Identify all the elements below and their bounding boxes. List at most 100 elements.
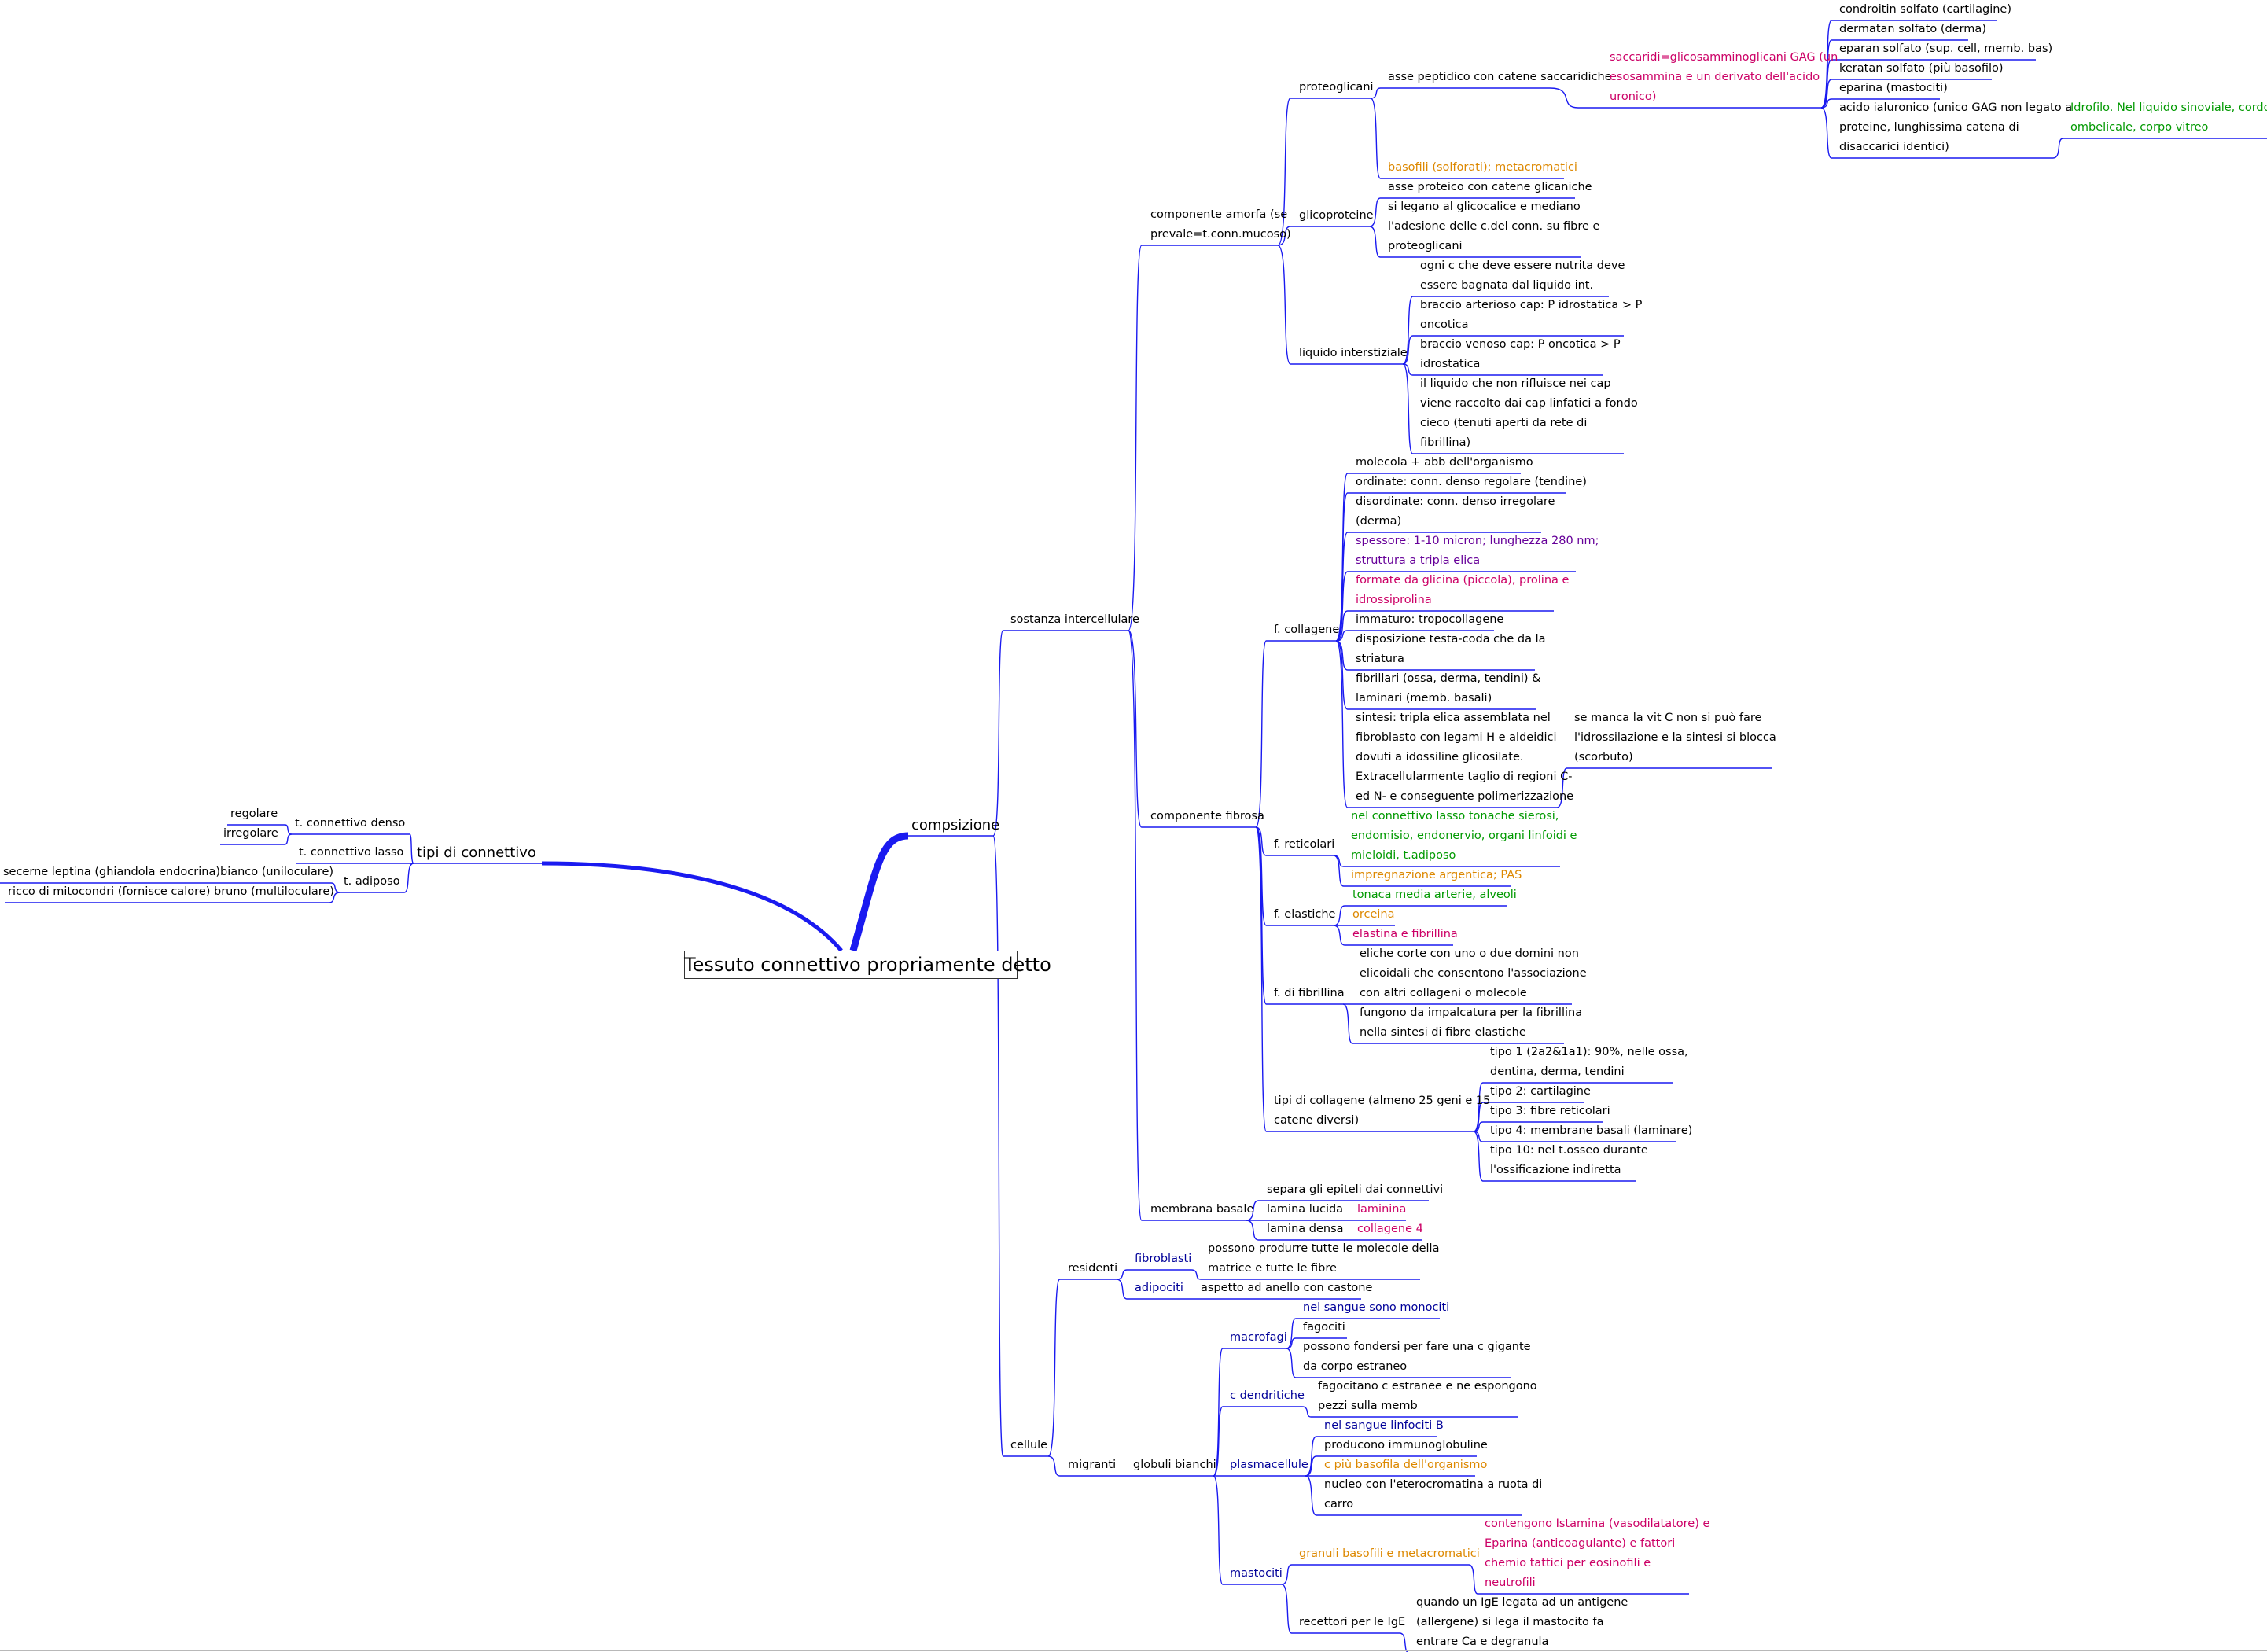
- node-lasso[interactable]: t. connettivo lasso: [299, 846, 404, 859]
- node-e2[interactable]: orceina: [1352, 908, 1395, 921]
- node-elastiche[interactable]: f. elastiche: [1274, 908, 1336, 921]
- node-bianco[interactable]: bianco (uniloculare): [220, 866, 334, 878]
- node-proteo[interactable]: proteoglicani: [1299, 81, 1374, 94]
- link-denso-irregolare: [282, 833, 293, 845]
- node-m1[interactable]: separa gli epiteli dai connettivi: [1267, 1183, 1444, 1196]
- node-adipotxt[interactable]: aspetto ad anello con castone: [1201, 1282, 1373, 1294]
- node-line: sintesi: tripla elica assemblata nel: [1356, 712, 1551, 724]
- node-p3[interactable]: c più basofila dell'organismo: [1324, 1459, 1488, 1471]
- node-laminina[interactable]: laminina: [1357, 1203, 1407, 1216]
- node-r1[interactable]: nel connettivo lasso tonache sierosi,end…: [1351, 807, 1577, 866]
- node-migranti[interactable]: migranti: [1068, 1459, 1117, 1471]
- node-eparina[interactable]: eparina (mastociti): [1839, 82, 1948, 94]
- node-denso[interactable]: t. connettivo denso: [295, 817, 406, 830]
- node-ialuronico[interactable]: acido ialuronico (unico GAG non legato a…: [1839, 98, 2072, 157]
- node-line: mieloidi, t.adiposo: [1351, 849, 1456, 862]
- node-r2[interactable]: impregnazione argentica; PAS: [1351, 869, 1522, 881]
- node-residenti[interactable]: residenti: [1068, 1262, 1118, 1275]
- node-eparan[interactable]: eparan solfato (sup. cell, memb. bas): [1839, 42, 2053, 55]
- node-t3[interactable]: tipo 3: fibre reticolari: [1490, 1105, 1610, 1117]
- node-dermatan[interactable]: dermatan solfato (derma): [1839, 23, 1986, 35]
- link-fibrosa-tipicoll: [1255, 826, 1271, 1132]
- node-plasma[interactable]: plasmacellule: [1230, 1459, 1308, 1471]
- root-node-frame[interactable]: [684, 951, 1018, 979]
- node-regolare[interactable]: regolare: [230, 808, 278, 820]
- node-fb2[interactable]: fungono da impalcatura per la fibrillina…: [1360, 1003, 1582, 1043]
- node-sost[interactable]: sostanza intercellulare: [1010, 613, 1139, 626]
- node-condro[interactable]: condroitin solfato (cartilagine): [1839, 3, 2012, 16]
- node-t1[interactable]: tipo 1 (2a2&1a1): 90%, nelle ossa,dentin…: [1490, 1043, 1688, 1082]
- node-c2[interactable]: ordinate: conn. denso regolare (tendine): [1356, 476, 1587, 488]
- node-p2[interactable]: producono immunoglobuline: [1324, 1439, 1488, 1451]
- node-idrofilo[interactable]: Idrofilo. Nel liquido sinoviale, cordone…: [2070, 98, 2267, 138]
- node-c6[interactable]: immaturo: tropocollagene: [1356, 613, 1504, 626]
- node-fibrillina[interactable]: f. di fibrillina: [1274, 987, 1345, 999]
- node-e3[interactable]: elastina e fibrillina: [1352, 928, 1458, 940]
- node-t2[interactable]: tipo 2: cartilagine: [1490, 1085, 1591, 1098]
- node-cellule[interactable]: cellule: [1010, 1439, 1048, 1451]
- node-ricco[interactable]: ricco di mitocondri (fornisce calore): [8, 885, 211, 898]
- node-reticolari[interactable]: f. reticolari: [1274, 838, 1335, 851]
- node-c4[interactable]: spessore: 1-10 micron; lunghezza 280 nm;…: [1356, 532, 1599, 571]
- node-lucida[interactable]: lamina lucida: [1267, 1203, 1344, 1216]
- node-asseprot[interactable]: asse proteico con catene glicaniche: [1388, 181, 1592, 193]
- node-fibroblasti[interactable]: fibroblasti: [1135, 1253, 1192, 1265]
- node-fibrosa[interactable]: componente fibrosa: [1150, 810, 1264, 822]
- node-line: dentina, derma, tendini: [1490, 1065, 1625, 1078]
- node-globuli[interactable]: globuli bianchi: [1133, 1459, 1216, 1471]
- node-liquido[interactable]: liquido interstiziale: [1299, 347, 1408, 359]
- node-basofili[interactable]: basofili (solforati); metacromatici: [1388, 161, 1577, 174]
- node-c3[interactable]: disordinate: conn. denso irregolare(derm…: [1356, 492, 1555, 532]
- root-node[interactable]: Tessuto connettivo propriamente detto: [684, 954, 1051, 976]
- node-densa[interactable]: lamina densa: [1267, 1223, 1344, 1235]
- node-adipociti[interactable]: adipociti: [1135, 1282, 1183, 1294]
- link-sacc-eparina: [1820, 98, 1836, 109]
- node-ma1[interactable]: nel sangue sono monociti: [1303, 1301, 1450, 1314]
- node-macrofagi[interactable]: macrofagi: [1230, 1331, 1287, 1344]
- node-bruno[interactable]: bruno (multiloculare): [214, 885, 334, 898]
- node-coll4[interactable]: collagene 4: [1357, 1223, 1423, 1235]
- node-secerne[interactable]: secerne leptina (ghiandola endocrina): [3, 866, 220, 878]
- node-p1[interactable]: nel sangue linfociti B: [1324, 1419, 1444, 1432]
- node-glico[interactable]: glicoproteine: [1299, 209, 1374, 222]
- node-tipi[interactable]: tipi di connettivo: [417, 844, 536, 861]
- node-keratan[interactable]: keratan solfato (più basofilo): [1839, 62, 2004, 75]
- node-fibrotxt[interactable]: possono produrre tutte le molecole della…: [1208, 1239, 1439, 1279]
- node-adiposo[interactable]: t. adiposo: [344, 875, 400, 888]
- node-asse[interactable]: asse peptidico con catene saccaridiche: [1388, 71, 1612, 83]
- node-mastociti[interactable]: mastociti: [1230, 1567, 1283, 1580]
- node-granuli[interactable]: granuli basofili e metacromatici: [1299, 1547, 1480, 1560]
- node-quando[interactable]: quando un IgE legata ad un antigene(alle…: [1416, 1593, 1628, 1652]
- node-ma2[interactable]: fagociti: [1303, 1321, 1345, 1334]
- node-collagene[interactable]: f. collagene: [1274, 624, 1340, 636]
- node-t4[interactable]: tipo 4: membrane basali (laminare): [1490, 1124, 1693, 1137]
- node-dendritiche[interactable]: c dendritiche: [1230, 1389, 1305, 1402]
- node-recettori[interactable]: recettori per le IgE: [1299, 1616, 1406, 1628]
- link-membrana-densa: [1246, 1220, 1264, 1241]
- node-c1[interactable]: molecola + abb dell'organismo: [1356, 456, 1533, 469]
- node-membrana[interactable]: membrana basale: [1150, 1203, 1254, 1216]
- node-c8[interactable]: fibrillari (ossa, derma, tendini) &lamin…: [1356, 669, 1541, 708]
- node-irregolare[interactable]: irregolare: [223, 827, 278, 840]
- node-braccioA[interactable]: braccio arterioso cap: P idrostatica > P…: [1420, 296, 1642, 335]
- node-e1[interactable]: tonaca media arterie, alveoli: [1352, 889, 1517, 901]
- node-line: elicoidali che consentono l'associazione: [1360, 967, 1587, 980]
- node-comp[interactable]: compsizione: [911, 817, 1000, 833]
